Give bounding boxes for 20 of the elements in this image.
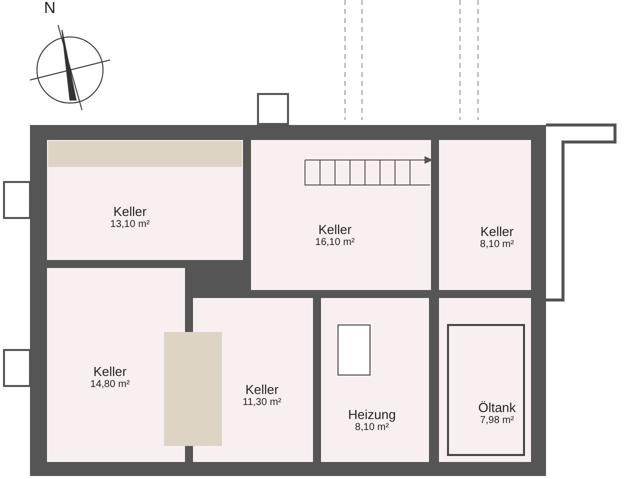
room-area: 13,10 m² [110, 219, 150, 230]
room-name: Keller [480, 224, 514, 239]
room [251, 140, 431, 290]
room [47, 268, 185, 462]
room [439, 298, 531, 462]
room-area: 8,10 m² [480, 239, 514, 250]
room-area: 8,10 m² [348, 422, 396, 433]
room-area: 11,30 m² [242, 397, 282, 408]
room [439, 140, 531, 290]
room-name: Keller [244, 382, 280, 397]
room-area: 7,98 m² [478, 415, 516, 426]
room-name: Öltank [478, 400, 516, 415]
room-name: Keller [112, 204, 148, 219]
room-area: 16,10 m² [315, 237, 355, 248]
room [321, 298, 429, 462]
room-area: 14,80 m² [90, 379, 130, 390]
north-label: N [44, 0, 56, 18]
room-name: Keller [92, 364, 128, 379]
room-name: Keller [317, 222, 353, 237]
room-name: Heizung [348, 407, 396, 422]
